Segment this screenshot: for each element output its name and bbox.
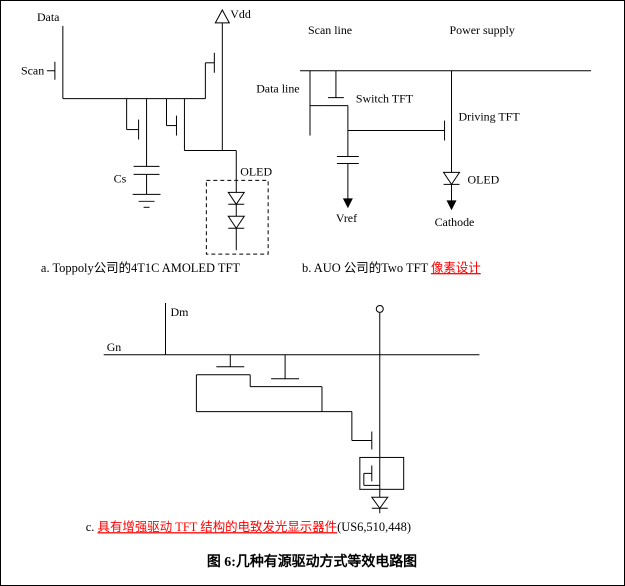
caption-a: a. Toppoly公司的4T1C AMOLED TFT bbox=[41, 260, 240, 275]
label-driving-tft: Driving TFT bbox=[459, 110, 521, 124]
oled-diode-b bbox=[442, 171, 461, 202]
caption-c: c. 具有增强驱动 TFT 结构的电致发光显示器件(US6,510,448) bbox=[86, 519, 411, 534]
label-vdd: Vdd bbox=[230, 7, 251, 21]
transistor-t1-scan-switch bbox=[46, 61, 56, 80]
oled-branch-wire bbox=[222, 149, 237, 193]
label-data: Data bbox=[37, 10, 60, 24]
transistor-c2 bbox=[250, 354, 323, 412]
oled-dashed-box bbox=[205, 179, 269, 255]
caption-c-red: 具有增强驱动 TFT 结构的电致发光显示器件 bbox=[98, 519, 338, 534]
cathode-arrow bbox=[446, 200, 457, 211]
circuit-c: Dm Gn bbox=[86, 302, 480, 534]
circuit-b: Scan line Power supply Data line Switch … bbox=[256, 23, 592, 275]
data-line-wire-b bbox=[309, 70, 324, 136]
gate-node-wire bbox=[347, 130, 445, 157]
storage-capacitor-b bbox=[336, 155, 359, 200]
ground-symbol bbox=[132, 193, 161, 208]
transistor-c1 bbox=[195, 354, 251, 412]
label-oled-a: OLED bbox=[240, 164, 272, 178]
label-dm: Dm bbox=[170, 305, 189, 319]
transistor-t3-diode-connected bbox=[126, 98, 148, 167]
figure-title: 图 6:几种有源驱动方式等效电路图 bbox=[207, 553, 417, 570]
transistor-t4 bbox=[166, 98, 223, 151]
label-switch-tft: Switch TFT bbox=[356, 92, 414, 106]
transistor-t2-driving bbox=[204, 52, 215, 99]
label-vref: Vref bbox=[336, 211, 357, 225]
caption-b-red: 像素设计 bbox=[431, 260, 481, 275]
caption-b: b. AUO 公司的Two TFT 像素设计 bbox=[302, 260, 481, 275]
transistor-c3 bbox=[351, 411, 373, 450]
label-power-supply: Power supply bbox=[450, 23, 515, 37]
label-cathode: Cathode bbox=[435, 215, 475, 229]
vref-arrow bbox=[342, 198, 353, 209]
label-gn: Gn bbox=[107, 340, 122, 354]
vdd-symbol bbox=[214, 8, 231, 151]
label-data-line: Data line bbox=[256, 82, 299, 96]
storage-capacitor-cs bbox=[133, 165, 160, 195]
caption-c-suffix: (US6,510,448) bbox=[337, 520, 411, 534]
circuit-a: Data Vdd Scan Cs OLED bbox=[21, 7, 272, 275]
output-terminal bbox=[375, 304, 384, 498]
label-scan: Scan bbox=[21, 64, 44, 78]
boxed-enhancement-tft bbox=[359, 456, 405, 490]
output-diode bbox=[370, 496, 389, 514]
label-cs: Cs bbox=[114, 171, 127, 185]
label-oled-b: OLED bbox=[467, 172, 499, 186]
driving-tft-symbol bbox=[444, 115, 453, 173]
label-scan-line: Scan line bbox=[308, 23, 352, 37]
switch-tft-symbol bbox=[323, 70, 349, 131]
caption-c-black: c. bbox=[86, 520, 98, 534]
caption-b-black: b. AUO 公司的Two TFT bbox=[302, 260, 431, 275]
oled-stacked-diodes bbox=[227, 191, 246, 251]
